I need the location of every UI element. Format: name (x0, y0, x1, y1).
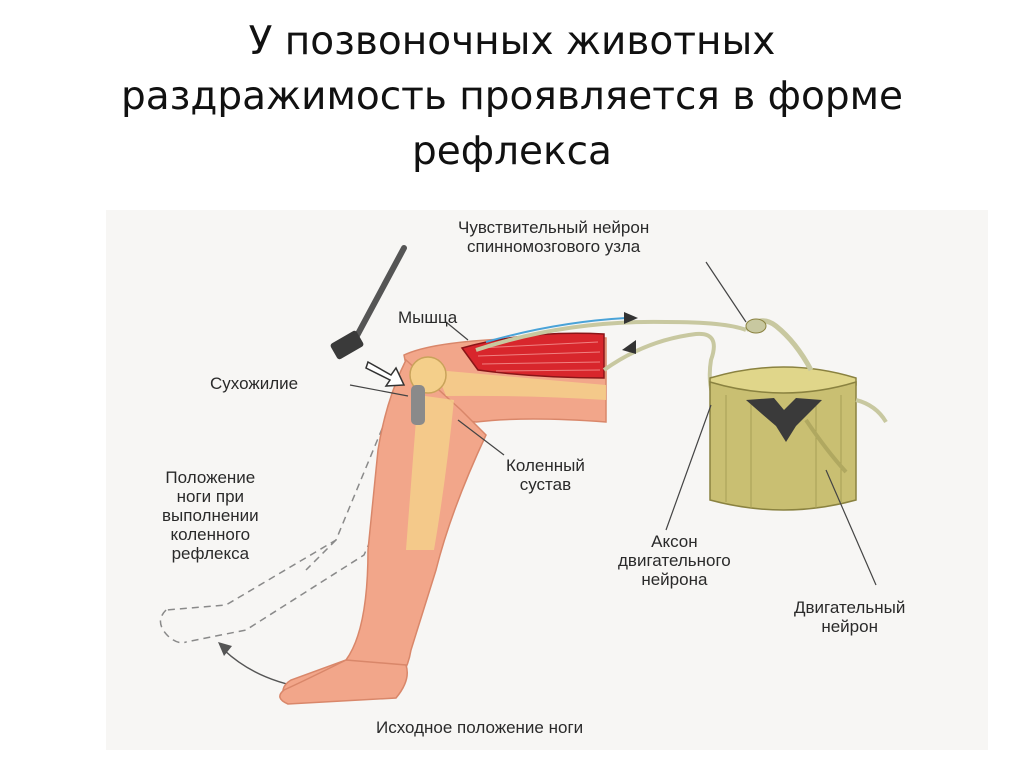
patella (409, 356, 447, 394)
sensory-nerve-fiber (475, 319, 747, 352)
lower-leg (282, 358, 487, 701)
afferent-signal-arrow (485, 317, 627, 343)
spinal-nerve-out (855, 398, 888, 424)
title-line-2: раздражимость проявляется в форме (120, 74, 904, 119)
title-line-1: У позвоночных животных (248, 19, 776, 64)
reflex-return-arrowhead (218, 642, 232, 656)
reflex-hammer-head (330, 330, 364, 360)
ventral-root (804, 418, 848, 474)
foot (279, 659, 408, 705)
afferent-signal-arrowhead (624, 312, 638, 324)
tendon (411, 385, 425, 425)
femur (436, 370, 606, 400)
leader-lines (349, 261, 877, 586)
spinal-cord-shading (725, 395, 842, 508)
muscle-fibers (477, 341, 601, 372)
title-line-3: рефлекса (412, 129, 612, 174)
reflex-hammer-handle (349, 245, 407, 348)
label-motor-neuron: Двигательный нейрон (794, 598, 906, 636)
efferent-signal-arrowhead (622, 340, 636, 354)
label-sensory-neuron: Чувствительный нейрон спинномозгового уз… (458, 218, 650, 256)
tibia (406, 395, 454, 550)
label-knee-joint: Коленный сустав (506, 456, 585, 494)
motor-nerve-fiber (602, 331, 723, 417)
grey-matter (746, 398, 822, 442)
label-initial-position: Исходное положение ноги (376, 718, 584, 737)
sensory-neuron-body (745, 318, 767, 334)
strike-arrow (365, 360, 406, 387)
label-muscle: Мышца (398, 308, 458, 327)
reflex-arc-figure: Чувствительный нейрон спинномозгового уз… (106, 210, 988, 750)
label-tendon: Сухожилие (210, 374, 299, 393)
label-reflex-position: Положение ноги при выполнении коленного … (162, 468, 259, 563)
spinal-cord-body (709, 380, 857, 511)
label-motor-axon: Аксон двигательного нейрона (618, 532, 731, 589)
reflex-arc-diagram (159, 245, 888, 705)
slide-title: У позвоночных животных раздражимость про… (0, 14, 1024, 179)
